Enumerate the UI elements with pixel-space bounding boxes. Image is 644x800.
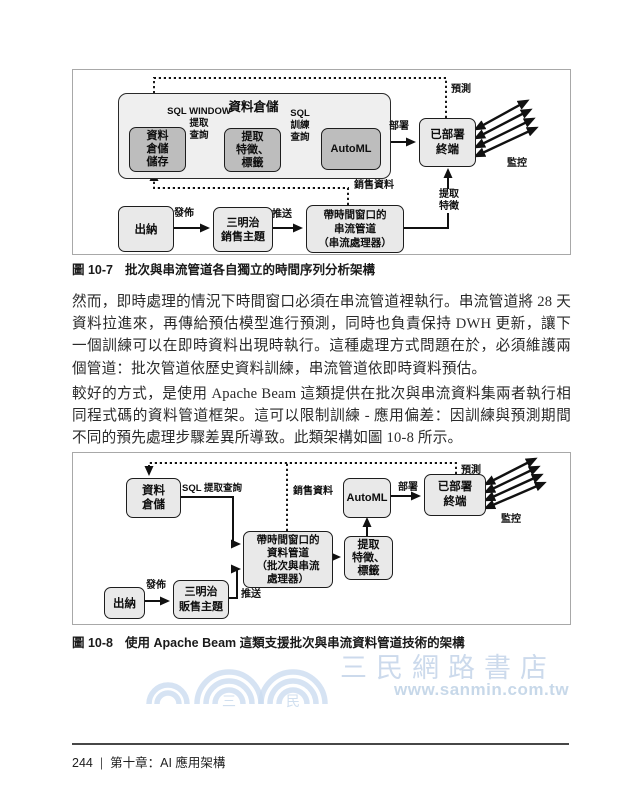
figure-10-8-caption-text: 使用 Apache Beam 這類支援批次與串流資料管道技術的架構	[125, 636, 465, 650]
fig8-box-extract-features-labels: 提取 特徵、 標籤	[344, 536, 393, 580]
figure-10-7-caption: 圖 10-7 批次與串流管道各自獨立的時間序列分析架構	[72, 259, 572, 278]
fig7-label-deploy: 部署	[389, 121, 409, 132]
fig8-solid-arrows	[143, 491, 421, 606]
fig8-label-publish: 發佈	[146, 580, 166, 591]
fig7-label-predict: 預測	[451, 84, 471, 95]
figure-10-8-caption-number: 圖 10-8	[72, 636, 113, 650]
fig8-arrow-push	[227, 564, 241, 599]
fig7-box-extract-features-labels: 提取 特徵、 標籤	[224, 128, 281, 172]
figure-10-8: 資料 倉儲 帶時間窗口的 資料管道 （批次與串流 處理器） AutoML 已部署…	[72, 452, 571, 625]
fig8-label-sales-data: 銷售資料	[293, 486, 333, 497]
figure-10-8-arrow-layer	[143, 457, 547, 606]
fig7-dashed-predict-loop	[149, 77, 447, 124]
watermark-store-name: 三民網路書店	[340, 653, 556, 683]
fig7-box-automl: AutoML	[321, 128, 381, 170]
fig8-box-automl: AutoML	[343, 478, 391, 518]
watermark-logo-arcs	[146, 669, 328, 705]
fig7-label-publish: 發佈	[174, 208, 194, 219]
footer: 244 | 第十章：AI 應用架構	[72, 752, 225, 771]
fig8-box-windowed-pipeline: 帶時間窗口的 資料管道 （批次與串流 處理器）	[243, 531, 333, 588]
fig7-label-monitor: 監控	[507, 158, 527, 169]
fig7-monitor-arrow-4	[473, 126, 539, 158]
fig7-label-push: 推送	[272, 209, 292, 220]
watermark-logo: 三 民	[146, 669, 328, 708]
fig8-monitor-arrow-4	[483, 481, 547, 510]
footer-page-number: 244	[72, 756, 93, 770]
fig7-label-sql-train-query: SQL 訓練 查詢	[290, 108, 310, 143]
fig8-label-push: 推送	[241, 589, 261, 600]
figure-10-8-caption: 圖 10-8 使用 Apache Beam 這類支援批次與串流資料管道技術的架構	[72, 632, 572, 651]
figure-10-7-arrow-layer	[149, 77, 539, 233]
footer-separator: |	[99, 756, 104, 770]
fig7-warehouse-title: 資料倉儲	[228, 100, 279, 114]
fig8-dashed-arrows	[144, 462, 457, 531]
fig7-box-streaming-pipeline: 帶時間窗口的 串流管道 （串流處理器）	[306, 205, 404, 253]
fig7-box-deployed-endpoint: 已部署 終端	[419, 118, 476, 167]
watermark-logo-char-min: 民	[286, 693, 300, 708]
fig7-box-cashier: 出納	[118, 206, 174, 252]
footer-chapter: 第十章：AI 應用架構	[110, 756, 226, 770]
figure-10-7: 資料倉儲 資料 倉儲 儲存 提取 特徵、 標籤 AutoML 已部署 終端 出納…	[72, 69, 571, 255]
fig8-box-sandwich-topic: 三明治 販售主題	[173, 580, 229, 619]
fig7-box-sandwich-topic: 三明治 銷售主題	[213, 207, 273, 252]
footer-rule	[72, 743, 569, 745]
paragraph-2: 較好的方式，是使用 Apache Beam 這類提供在批次與串流資料集兩者執行相…	[72, 386, 571, 447]
paragraph-1: 然而，即時處理的情況下時間窗口必須在串流管道裡執行。串流管道將 28 天資料拉進…	[72, 294, 571, 377]
fig8-box-deployed-endpoint: 已部署 終端	[424, 474, 486, 516]
fig8-arrow-sql-query	[179, 496, 241, 549]
fig7-label-sales-data: 銷售資料	[354, 180, 394, 191]
fig8-label-predict: 預測	[461, 465, 481, 476]
figure-10-7-caption-text: 批次與串流管道各自獨立的時間序列分析架構	[125, 263, 376, 277]
fig8-box-cashier: 出納	[104, 587, 145, 619]
fig8-monitor-arrows	[483, 457, 547, 510]
watermark-logo-char-san: 三	[222, 693, 236, 708]
fig8-label-sql-query: SQL 提取查詢	[182, 483, 242, 494]
fig8-box-data-warehouse: 資料 倉儲	[126, 478, 181, 518]
figure-10-7-caption-number: 圖 10-7	[72, 263, 113, 277]
fig7-monitor-arrows	[473, 99, 539, 158]
fig7-dashed-arrows	[149, 77, 447, 205]
fig7-label-sql-window-query: SQL WINDOW 提取 查詢	[167, 106, 231, 141]
fig7-box-warehouse-store: 資料 倉儲 儲存	[129, 127, 186, 172]
fig8-label-deploy: 部署	[398, 482, 418, 493]
watermark-url: www.sanmin.com.tw	[394, 680, 570, 699]
fig7-label-extract-features: 提取 特徵	[432, 189, 466, 213]
fig8-dashed-predict-loop	[144, 462, 457, 476]
fig8-label-monitor: 監控	[501, 514, 521, 525]
